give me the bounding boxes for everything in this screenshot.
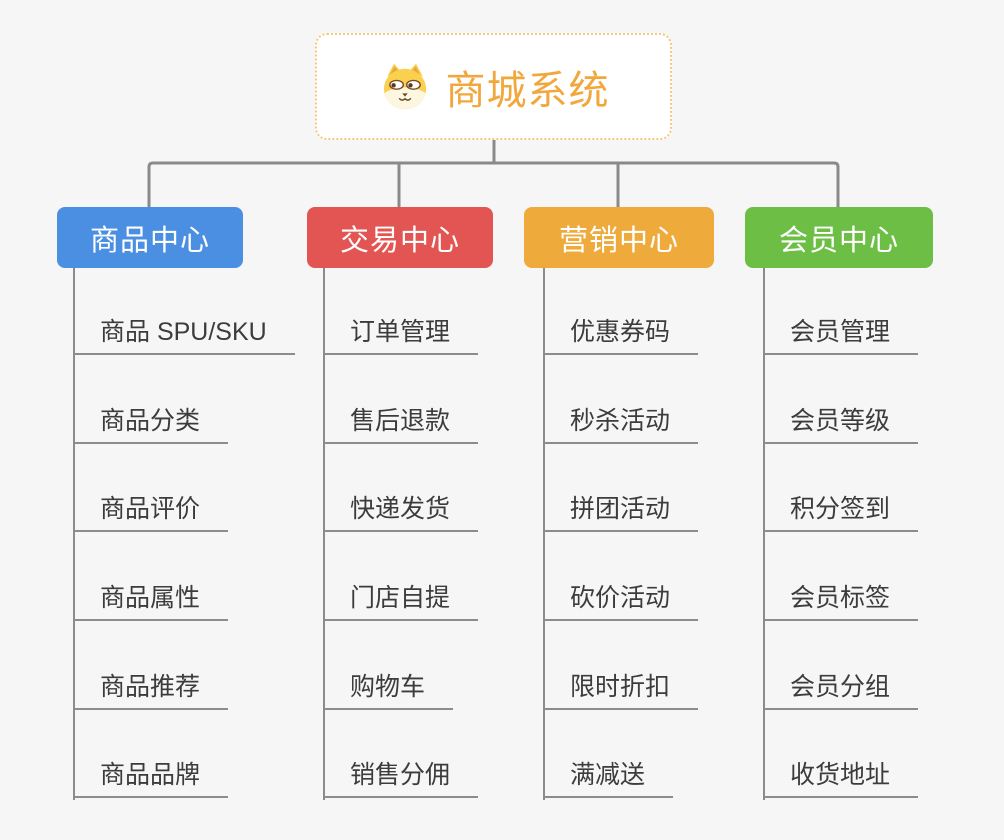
leaf-node[interactable]: 商品评价 — [73, 496, 229, 532]
leaf-node[interactable]: 限时折扣 — [543, 674, 699, 710]
leaf-node[interactable]: 积分签到 — [763, 496, 919, 532]
leaf-node[interactable]: 商品 SPU/SKU — [73, 319, 295, 355]
leaf-node[interactable]: 会员标签 — [763, 585, 919, 621]
leaf-node[interactable]: 商品推荐 — [73, 674, 229, 710]
branch-node-product-center[interactable]: 商品中心 — [57, 207, 243, 268]
leaf-node[interactable]: 售后退款 — [323, 408, 479, 444]
branch-node-trade-center[interactable]: 交易中心 — [307, 207, 493, 268]
leaf-node[interactable]: 购物车 — [323, 674, 454, 710]
branch-trunk-line — [73, 268, 75, 800]
branch-node-marketing-center[interactable]: 营销中心 — [524, 207, 714, 268]
leaf-node[interactable]: 商品属性 — [73, 585, 229, 621]
branch-trunk-line — [323, 268, 325, 800]
leaf-node[interactable]: 拼团活动 — [543, 496, 699, 532]
leaf-node[interactable]: 商品分类 — [73, 408, 229, 444]
leaf-node[interactable]: 砍价活动 — [543, 585, 699, 621]
leaf-node[interactable]: 商品品牌 — [73, 762, 229, 798]
leaf-node[interactable]: 会员等级 — [763, 408, 919, 444]
leaf-node[interactable]: 优惠券码 — [543, 319, 699, 355]
branch-trunk-line — [543, 268, 545, 800]
branch-trunk-line — [763, 268, 765, 800]
leaf-node[interactable]: 销售分佣 — [323, 762, 479, 798]
shiba-dog-icon — [378, 62, 432, 111]
leaf-node[interactable]: 收货地址 — [763, 762, 919, 798]
leaf-node[interactable]: 满减送 — [543, 762, 674, 798]
root-title: 商城系统 — [445, 68, 610, 113]
leaf-node[interactable]: 秒杀活动 — [543, 408, 699, 444]
leaf-node[interactable]: 快递发货 — [323, 496, 479, 532]
leaf-node[interactable]: 会员分组 — [763, 674, 919, 710]
leaf-node[interactable]: 订单管理 — [323, 319, 479, 355]
leaf-node[interactable]: 会员管理 — [763, 319, 919, 355]
branch-node-member-center[interactable]: 会员中心 — [745, 207, 933, 268]
leaf-node[interactable]: 门店自提 — [323, 585, 479, 621]
root-node[interactable]: 商城系统 — [315, 33, 672, 140]
